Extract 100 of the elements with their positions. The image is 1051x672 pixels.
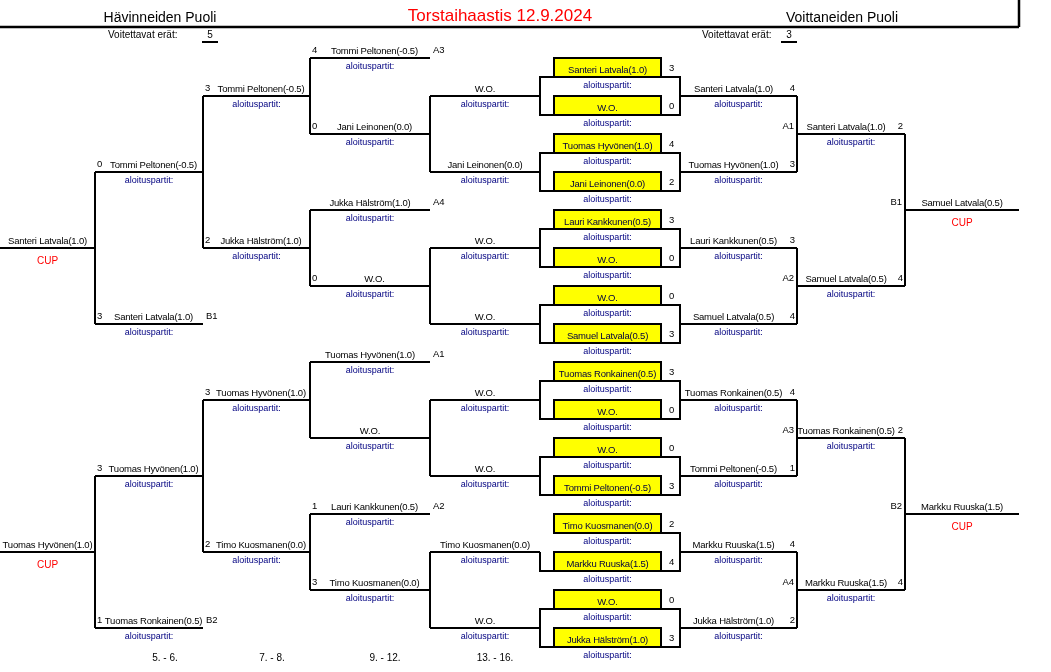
bracket-line	[429, 285, 431, 325]
note-text: aloituspartit:	[123, 478, 175, 490]
bracket-line	[661, 152, 681, 173]
note-text: aloituspartit:	[713, 98, 764, 110]
score-number: 3	[669, 480, 675, 492]
score-number: 4	[669, 138, 675, 150]
bracket-line	[904, 133, 906, 211]
player-name-box: Santeri Latvala(1.0)	[553, 57, 662, 78]
player-name-box: Lauri Kankkunen(0.5)	[553, 209, 662, 230]
placement-label: 7. - 8.	[258, 652, 286, 664]
player-name: Lauri Kankkunen(0.5)	[690, 235, 777, 247]
bracket-line	[429, 247, 431, 287]
note-text: aloituspartit:	[231, 98, 282, 110]
bracket-line	[539, 304, 554, 325]
bracket-line	[309, 57, 311, 97]
score-number: 4	[669, 556, 675, 568]
bracket-line	[429, 133, 431, 173]
score-number: 2	[669, 176, 675, 188]
note-text: aloituspartit:	[582, 459, 633, 471]
bracket-line	[661, 380, 681, 401]
placement-label: 13. - 16.	[475, 652, 515, 664]
bracket-line	[539, 551, 554, 572]
bracket-line	[309, 361, 311, 401]
bracket-line	[94, 171, 96, 249]
bracket-line	[661, 475, 681, 496]
score-number: 3	[669, 366, 675, 378]
score-number: 1	[312, 500, 318, 512]
match-code: B2	[206, 614, 218, 626]
bracket-line	[429, 437, 431, 477]
player-name: Santeri Latvala(1.0)	[806, 121, 886, 133]
note-text: aloituspartit:	[459, 402, 511, 414]
player-name-box: W.O.	[553, 589, 662, 610]
bracket-line	[661, 247, 681, 268]
match-code: A4	[433, 196, 445, 208]
score-number: 0	[669, 252, 675, 264]
player-name-box: Jukka Hälström(1.0)	[553, 627, 662, 648]
score-number: 0	[97, 158, 103, 170]
player-name: Santeri Latvala(1.0)	[694, 83, 773, 95]
cup-label: CUP	[35, 255, 60, 267]
bracket-line	[661, 304, 681, 325]
bracket-line	[539, 228, 554, 249]
note-text: aloituspartit:	[459, 98, 511, 110]
bracket-line	[309, 551, 311, 591]
score-number: 4	[789, 386, 795, 398]
player-name: Tuomas Hyvönen(1.0)	[325, 349, 415, 361]
note-text: aloituspartit:	[713, 326, 764, 338]
bracket-line	[309, 399, 311, 439]
note-text: aloituspartit:	[582, 269, 633, 281]
player-name: W.O.	[474, 615, 496, 627]
match-code: A2	[433, 500, 445, 512]
note-text: aloituspartit:	[582, 155, 633, 167]
player-name: Tommi Peltonen(-0.5)	[690, 463, 777, 475]
score-number: 3	[205, 82, 211, 94]
score-number: 0	[669, 404, 675, 416]
bracket-line	[796, 399, 798, 439]
note-text: aloituspartit:	[582, 345, 633, 357]
title: Torstaihaastis 12.9.2024	[406, 6, 594, 26]
note-text: aloituspartit:	[344, 592, 396, 604]
note-text: aloituspartit:	[344, 212, 396, 224]
bracket-line	[539, 627, 554, 648]
bracket-line	[539, 76, 554, 97]
placement-label: 5. - 6.	[151, 652, 179, 664]
bracket-line	[429, 589, 431, 629]
player-name: Lauri Kankkunen(0.5)	[331, 501, 418, 513]
note-text: aloituspartit:	[713, 250, 764, 262]
score-number: 3	[669, 214, 675, 226]
bracket-line	[661, 399, 681, 420]
note-text: aloituspartit:	[582, 535, 633, 547]
bracket-line	[661, 551, 681, 572]
note-text: aloituspartit:	[344, 60, 396, 72]
player-name: W.O.	[364, 273, 385, 285]
bracket-line	[309, 209, 311, 249]
match-code: A3	[782, 424, 794, 436]
rounds-value: 5	[202, 29, 218, 43]
bracket-line	[661, 608, 681, 629]
bracket-line	[94, 551, 96, 629]
score-number: 3	[312, 576, 318, 588]
bracket-line	[661, 323, 681, 344]
note-text: aloituspartit:	[713, 478, 764, 490]
player-name-box: W.O.	[553, 247, 662, 268]
player-name-box: Tuomas Ronkainen(0.5)	[553, 361, 662, 382]
score-number: 2	[205, 538, 211, 550]
note-text: aloituspartit:	[582, 611, 633, 623]
score-number: 3	[789, 234, 795, 246]
score-number: 2	[897, 424, 903, 436]
note-text: aloituspartit:	[231, 402, 282, 414]
cup-label: CUP	[950, 217, 974, 229]
player-name: W.O.	[474, 463, 496, 475]
note-text: aloituspartit:	[123, 174, 175, 186]
player-name: Tuomas Hyvönen(1.0)	[688, 159, 779, 171]
note-text: aloituspartit:	[582, 79, 633, 91]
bracket-line	[309, 247, 311, 287]
bracket-line	[661, 228, 681, 249]
player-name: Samuel Latvala(0.5)	[805, 273, 887, 285]
score-number: 0	[669, 290, 675, 302]
bracket-line	[309, 513, 311, 553]
bracket-line	[539, 152, 554, 173]
player-name: Santeri Latvala(1.0)	[8, 235, 87, 247]
bracket-line	[539, 475, 554, 496]
score-number: 4	[789, 310, 795, 322]
